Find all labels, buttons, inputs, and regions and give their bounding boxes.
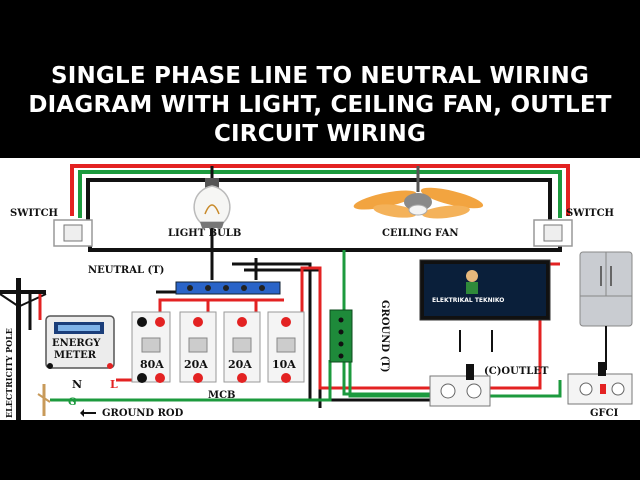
electricity-pole-label: ELECTRICITY POLE: [4, 328, 14, 418]
bottom-bar: [0, 420, 640, 480]
mcb-breaker-3: [223, 311, 261, 383]
mcb-label: MCB: [208, 390, 235, 401]
ground-rod-icon: [37, 384, 96, 417]
energy-meter-label-1: ENERGY: [52, 338, 101, 349]
neutral-busbar: [175, 281, 281, 295]
wiring-diagram: SWITCH SWITCH LIGHT BULB CEILING FAN: [0, 158, 640, 420]
tv-icon: [419, 259, 551, 352]
breaker-3-rating: 20A: [228, 358, 252, 371]
breaker-1-rating: 80A: [140, 358, 164, 371]
gfci-icon: [567, 362, 633, 405]
line-terminal-label: L: [110, 378, 118, 391]
switch-left-label: SWITCH: [10, 208, 58, 219]
switch-right: [533, 219, 573, 247]
mcb-breaker-2: [179, 311, 217, 383]
refrigerator-icon: [579, 251, 633, 370]
ground-rod-label: GROUND ROD: [102, 408, 184, 419]
title-banner: SINGLE PHASE LINE TO NEUTRAL WIRING DIAG…: [0, 0, 640, 158]
mcb-breaker-1: [131, 311, 171, 383]
ground-terminal-label: G: [68, 397, 77, 408]
outlet-label: (C)OUTLET: [484, 366, 549, 377]
energy-meter-icon: [45, 315, 115, 369]
energy-meter-label-2: METER: [54, 350, 97, 361]
switch-right-label: SWITCH: [566, 208, 614, 219]
neutral-terminal-label: N: [72, 378, 82, 391]
mcb-breaker-4: [267, 311, 305, 383]
diagram-title: SINGLE PHASE LINE TO NEUTRAL WIRING DIAG…: [28, 63, 612, 147]
light-bulb-icon: [193, 166, 231, 228]
light-bulb-label: LIGHT BULB: [168, 228, 241, 239]
ceiling-fan-label: CEILING FAN: [382, 228, 459, 239]
ground-terminal: [329, 309, 353, 363]
ceiling-fan-icon: [353, 166, 484, 219]
neutral-label: NEUTRAL (T): [88, 265, 164, 276]
breaker-2-rating: 20A: [184, 358, 208, 371]
ground-label: GROUND (T): [379, 300, 390, 372]
tv-text: ELEKTRIKAL TEKNIKO: [432, 297, 504, 304]
switch-left: [53, 219, 93, 247]
gfci-label: GFCI: [590, 408, 619, 419]
outlet-icon: [429, 364, 491, 407]
breaker-4-rating: 10A: [272, 358, 296, 371]
electricity-pole-icon: [0, 278, 47, 420]
